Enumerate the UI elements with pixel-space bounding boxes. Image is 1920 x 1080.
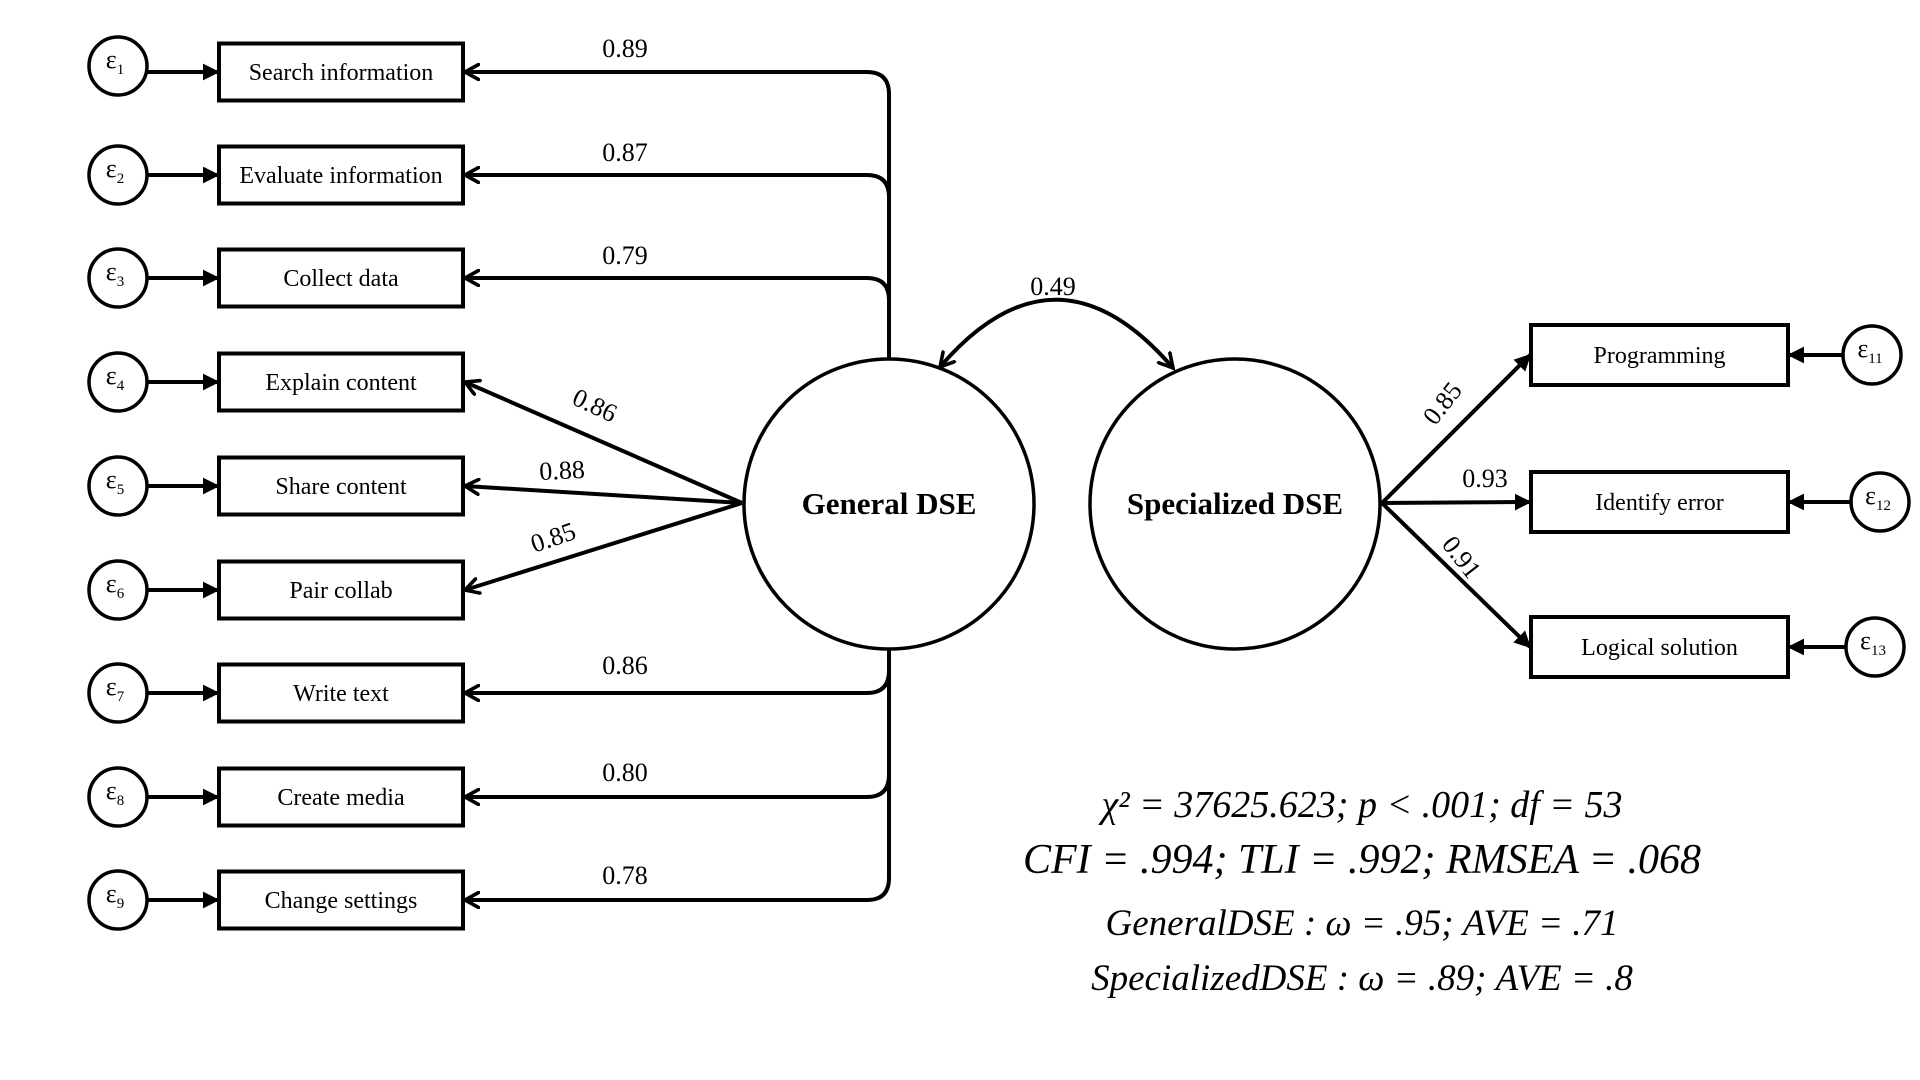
indicator-create-media[interactable]: Create media ε8 [87, 766, 465, 828]
loading-path [465, 278, 891, 359]
error-label: ε13 [1860, 626, 1886, 659]
indicator-label: Explain content [265, 370, 417, 396]
error-term: ε2 [87, 144, 220, 206]
indicator-label: Write text [293, 681, 389, 707]
loading-path [465, 175, 891, 359]
indicator-box [1529, 615, 1790, 679]
indicator-pair-collab[interactable]: Pair collab ε6 [87, 559, 465, 621]
error-circle [87, 35, 149, 97]
latent-variables: General DSE Specialized DSE [742, 357, 1382, 651]
indicator-box [217, 455, 465, 517]
indicator-box [217, 559, 465, 621]
correlation-arc [940, 297, 1173, 368]
error-term: ε9 [87, 869, 220, 931]
indicator-write-text[interactable]: Write text ε7 [87, 662, 465, 724]
fit-line-specialized-reliability: SpecializedDSE : ω = .89; AVE = .8 [1091, 958, 1633, 999]
loading-path [465, 501, 743, 590]
latent-general-ellipse [742, 357, 1036, 651]
indicator-box [217, 41, 465, 103]
latent-specialized-ellipse [1088, 357, 1382, 651]
indicator-search-information[interactable]: Search information ε1 [87, 35, 465, 103]
indicator-collect-data[interactable]: Collect data ε3 [87, 247, 465, 309]
error-label: ε11 [1857, 334, 1882, 367]
error-term: ε4 [87, 351, 220, 413]
loading-label: 0.93 [1462, 464, 1508, 493]
error-label: ε12 [1865, 481, 1891, 514]
correlation-label: 0.49 [1030, 272, 1076, 301]
indicator-share-content[interactable]: Share content ε5 [87, 455, 465, 517]
loading-path [1380, 353, 1532, 505]
loading-label: 0.78 [602, 861, 648, 890]
latent-specialized-dse[interactable]: Specialized DSE [1088, 357, 1382, 651]
indicator-label: Share content [275, 474, 407, 500]
indicator-box [217, 351, 465, 413]
indicator-label: Programming [1594, 343, 1726, 369]
indicator-label: Pair collab [289, 578, 392, 604]
fit-line-indices: CFI = .994; TLI = .992; RMSEA = .068 [1023, 837, 1701, 883]
fit-statistics: χ² = 37625.623; p < .001; df = 53 CFI = … [1023, 784, 1701, 999]
loading-path [465, 72, 891, 359]
indicator-logical-solution[interactable]: Logical solution ε13 [1529, 615, 1906, 679]
error-label: ε2 [106, 154, 124, 187]
indicator-label: Collect data [283, 266, 399, 292]
indicator-identify-error[interactable]: Identify error ε12 [1529, 470, 1911, 534]
correlation-layer: 0.49 [940, 272, 1173, 368]
error-term: ε13 [1787, 616, 1906, 678]
loading-paths [465, 72, 1532, 900]
indicator-box [217, 766, 465, 828]
indicator-box [217, 144, 465, 206]
indicator-box [1529, 470, 1790, 534]
error-term: ε12 [1787, 471, 1911, 533]
error-label: ε8 [106, 776, 124, 809]
latent-general-label: General DSE [802, 486, 977, 521]
error-term: ε1 [87, 35, 220, 97]
loading-label: 0.87 [602, 138, 648, 167]
indicator-label: Identify error [1595, 490, 1724, 516]
loading-label: 0.85 [527, 516, 579, 558]
indicator-explain-content[interactable]: Explain content ε4 [87, 351, 465, 413]
indicator-change-settings[interactable]: Change settings ε9 [87, 869, 465, 931]
indicator-evaluate-information[interactable]: Evaluate information ε2 [87, 144, 465, 206]
loading-label: 0.88 [539, 455, 586, 486]
error-label: ε6 [106, 569, 125, 602]
indicator-label: Logical solution [1581, 635, 1738, 661]
error-label: ε3 [106, 257, 124, 290]
indicator-box [217, 662, 465, 724]
loading-path [465, 382, 743, 505]
loading-path [465, 649, 891, 900]
latent-specialized-label: Specialized DSE [1127, 486, 1343, 521]
error-label: ε5 [106, 465, 124, 498]
indicator-label: Search information [249, 60, 434, 86]
error-label: ε4 [106, 361, 125, 394]
loading-label: 0.91 [1436, 530, 1487, 584]
fit-line-general-reliability: GeneralDSE : ω = .95; AVE = .71 [1106, 903, 1619, 944]
indicator-label: Create media [277, 785, 405, 811]
loading-path [1380, 501, 1532, 649]
loading-label: 0.86 [568, 383, 621, 429]
loading-label: 0.89 [602, 34, 648, 63]
error-term: ε3 [87, 247, 220, 309]
loading-path [465, 649, 891, 797]
loading-path [465, 649, 891, 693]
error-term: ε7 [87, 662, 220, 724]
error-term: ε8 [87, 766, 220, 828]
loading-label: 0.86 [602, 651, 648, 680]
error-term: ε6 [87, 559, 220, 621]
latent-general-dse[interactable]: General DSE [742, 357, 1036, 651]
indicator-label: Evaluate information [239, 163, 442, 189]
loading-path [465, 486, 743, 505]
indicator-programming[interactable]: Programming ε11 [1529, 323, 1903, 387]
loading-path [1381, 493, 1532, 511]
loading-label: 0.79 [602, 241, 648, 270]
indicator-label: Change settings [265, 888, 418, 914]
fit-line-chi-square: χ² = 37625.623; p < .001; df = 53 [1098, 784, 1623, 826]
loading-label: 0.80 [602, 758, 648, 787]
error-label: ε7 [106, 672, 125, 705]
error-label: ε9 [106, 879, 124, 912]
error-term: ε5 [87, 455, 220, 517]
error-term: ε11 [1787, 324, 1903, 386]
error-label: ε1 [106, 45, 124, 78]
